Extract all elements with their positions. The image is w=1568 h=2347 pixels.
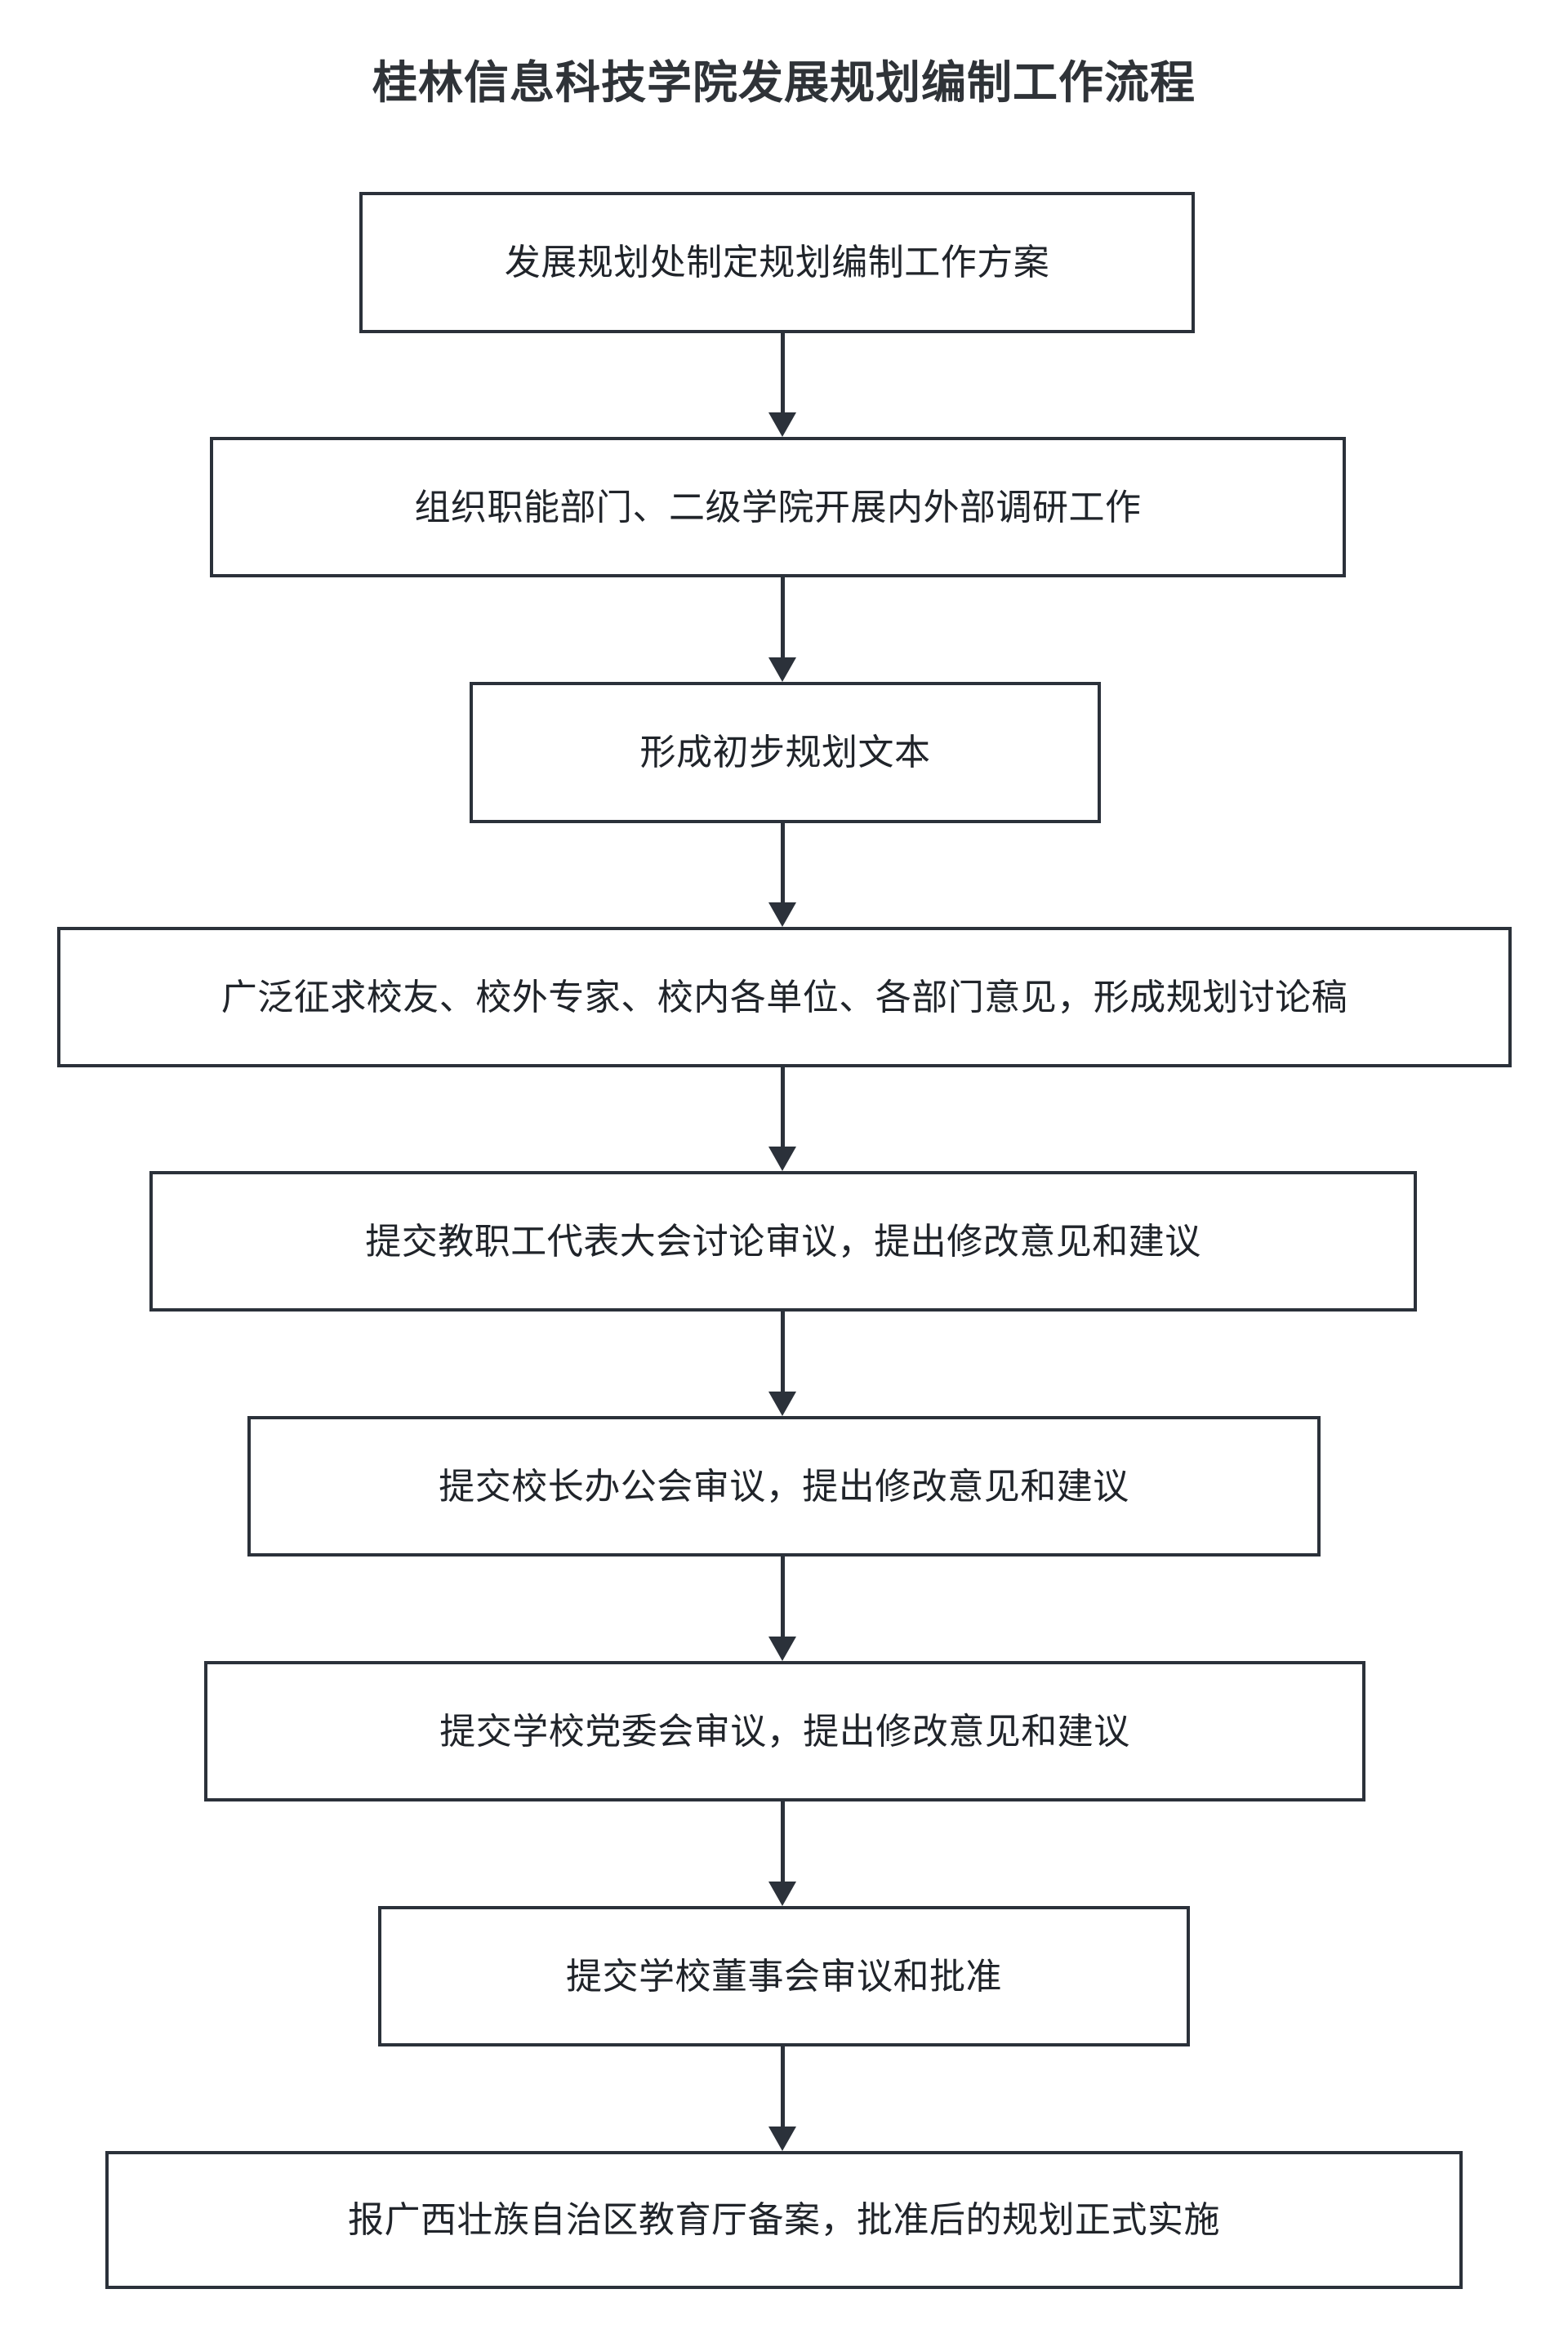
flow-node-7-label: 提交学校党委会审议，提出修改意见和建议 [439, 1711, 1130, 1752]
arrow-stem [780, 1312, 785, 1392]
flow-node-2: 组织职能部门、二级学院开展内外部调研工作 [210, 437, 1346, 577]
flow-node-5: 提交教职工代表大会讨论审议，提出修改意见和建议 [149, 1171, 1417, 1312]
page-title: 桂林信息科技学院发展规划编制工作流程 [372, 57, 1196, 108]
arrow-stem [780, 2046, 785, 2127]
flow-node-9-label: 报广西壮族自治区教育厅备案，批准后的规划正式实施 [348, 2200, 1220, 2240]
flow-node-7: 提交学校党委会审议，提出修改意见和建议 [204, 1661, 1365, 1801]
flow-node-3: 形成初步规划文本 [470, 682, 1101, 823]
arrow-head-down-icon [768, 1637, 796, 1661]
flow-node-2-label: 组织职能部门、二级学院开展内外部调研工作 [414, 487, 1142, 528]
flow-node-9: 报广西壮族自治区教育厅备案，批准后的规划正式实施 [105, 2151, 1463, 2289]
flow-node-8: 提交学校董事会审议和批准 [378, 1906, 1190, 2046]
arrow-head-down-icon [768, 412, 796, 437]
arrow-stem [780, 1067, 785, 1147]
arrow-stem [780, 577, 785, 657]
arrow-head-down-icon [768, 902, 796, 927]
arrow-stem [780, 1801, 785, 1882]
arrow-stem [780, 823, 785, 902]
arrow-head-down-icon [768, 1882, 796, 1906]
flow-node-1: 发展规划处制定规划编制工作方案 [359, 192, 1195, 333]
flow-node-4: 广泛征求校友、校外专家、校内各单位、各部门意见，形成规划讨论稿 [57, 927, 1512, 1067]
arrow-head-down-icon [768, 1147, 796, 1171]
flow-node-8-label: 提交学校董事会审议和批准 [566, 1956, 1002, 1997]
flow-node-1-label: 发展规划处制定规划编制工作方案 [504, 243, 1050, 283]
flow-node-6-label: 提交校长办公会审议，提出修改意见和建议 [439, 1466, 1129, 1507]
arrow-head-down-icon [768, 1392, 796, 1416]
flow-node-5-label: 提交教职工代表大会讨论审议，提出修改意见和建议 [365, 1221, 1201, 1262]
arrow-head-down-icon [768, 2127, 796, 2151]
flow-node-3-label: 形成初步规划文本 [639, 733, 931, 773]
flow-node-6: 提交校长办公会审议，提出修改意见和建议 [247, 1416, 1321, 1557]
flow-node-4-label: 广泛征求校友、校外专家、校内各单位、各部门意见，形成规划讨论稿 [220, 977, 1348, 1018]
arrow-stem [780, 1557, 785, 1637]
arrow-stem [780, 333, 785, 412]
arrow-head-down-icon [768, 657, 796, 682]
